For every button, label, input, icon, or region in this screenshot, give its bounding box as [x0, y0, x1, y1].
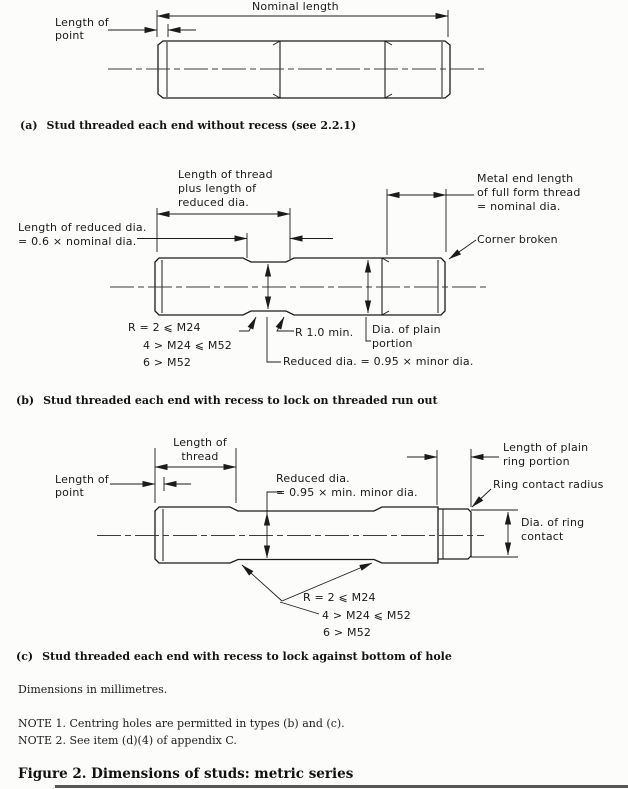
caption-c-tag: (c) — [16, 650, 34, 663]
note-1: NOTE 1. Centring holes are permitted in … — [18, 717, 345, 730]
label-b-r-line-2: 4 > M24 ⩽ M52 — [143, 339, 232, 352]
label-c-r-line-3: 6 > M52 — [323, 626, 372, 639]
label-dia-plain-portion: Dia. of plain portion — [372, 323, 441, 350]
dimensions-note: Dimensions in millimetres. — [18, 683, 168, 696]
caption-c-text: Stud threaded each end with recess to lo… — [42, 650, 452, 663]
label-c-r-line-2: 4 > M24 ⩽ M52 — [322, 609, 411, 622]
label-length-of-reduced-dia: Length of reduced dia. = 0.6 × nominal d… — [18, 221, 147, 248]
caption-b-tag: (b) — [16, 394, 35, 407]
label-r-min: R 1.0 min. — [295, 326, 354, 339]
label-b-reduced-dia: Reduced dia. = 0.95 × minor dia. — [283, 355, 474, 368]
caption-a: (a) Stud threaded each end without reces… — [20, 119, 356, 132]
label-c-reduced-dia: Reduced dia. = 0.95 × min. minor dia. — [276, 472, 418, 499]
label-c-r-line-1: R = 2 ⩽ M24 — [303, 591, 376, 604]
label-length-of-point-c: Length of point — [55, 473, 109, 499]
scan-edge-artifact — [55, 785, 628, 788]
caption-c: (c) Stud threaded each end with recess t… — [16, 650, 452, 663]
label-b-r-line-3: 6 > M52 — [143, 356, 192, 369]
note-2: NOTE 2. See item (d)(4) of appendix C. — [18, 734, 237, 747]
diagram-c-linework — [97, 448, 518, 615]
label-corner-broken: Corner broken — [477, 233, 558, 246]
label-length-of-thread: Length of thread — [173, 436, 227, 463]
diagram-b-linework — [110, 189, 486, 363]
label-b-r-line-1: R = 2 ⩽ M24 — [128, 321, 201, 334]
figure-title: Figure 2. Dimensions of studs: metric se… — [18, 766, 354, 782]
caption-a-text: Stud threaded each end without recess (s… — [46, 119, 357, 132]
caption-b: (b) Stud threaded each end with recess t… — [16, 394, 438, 407]
diagram-a-linework — [108, 10, 486, 99]
label-metal-end-length: Metal end length of full form thread = n… — [477, 172, 581, 213]
caption-a-ref: 2.2.1 — [320, 119, 351, 132]
label-nominal-length: Nominal length — [252, 0, 339, 13]
caption-a-tag: (a) — [20, 119, 38, 132]
label-ring-contact-radius: Ring contact radius — [493, 478, 604, 491]
label-plain-ring-portion: Length of plain ring portion — [503, 441, 589, 468]
caption-b-text: Stud threaded each end with recess to lo… — [43, 394, 438, 407]
label-length-of-point-a: Length of point — [55, 16, 109, 42]
label-thread-plus-reduced: Length of thread plus length of reduced … — [178, 168, 273, 209]
label-dia-of-ring-contact: Dia. of ring contact — [521, 516, 585, 543]
